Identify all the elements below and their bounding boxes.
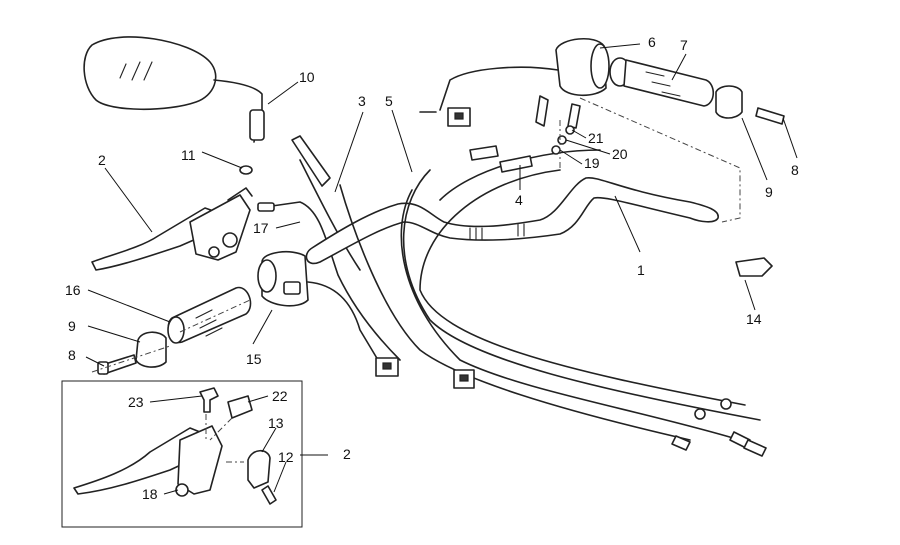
left-switch-housing [257,250,399,377]
callout-22: 22 [272,388,288,404]
cable-3 [339,184,691,441]
callout-10: 10 [299,69,315,85]
clutch-lever [91,187,253,271]
callout-9-right: 9 [765,184,773,200]
bolt-right [755,107,785,125]
callout-9-left: 9 [68,318,76,334]
callout-16: 16 [65,282,81,298]
callout-7: 7 [680,37,688,53]
callout-2-inset: 2 [343,446,351,462]
callout-4: 4 [515,192,523,208]
callout-18: 18 [142,486,158,502]
inset-lever-assembly [61,380,303,528]
right-grip [609,57,715,107]
callout-21: 21 [588,130,604,146]
callout-23: 23 [128,394,144,410]
callout-1: 1 [637,262,645,278]
cable-clip [735,257,773,277]
mirror-assembly [83,36,265,143]
callout-2-main: 2 [98,152,106,168]
callout-20: 20 [612,146,628,162]
callout-5: 5 [385,93,393,109]
mirror-head [83,36,217,111]
clutch-cable [257,201,401,361]
callout-3: 3 [358,93,366,109]
cable-5 [402,169,761,421]
handlebar [305,177,719,265]
callout-8-right: 8 [791,162,799,178]
callout-8-left: 8 [68,347,76,363]
left-grip [167,286,252,344]
right-switch-housing [419,38,610,127]
callout-13: 13 [268,415,284,431]
callout-14: 14 [746,311,762,327]
bar-end-right [715,85,743,119]
bar-end-left [135,331,167,368]
callout-6: 6 [648,34,656,50]
callout-12: 12 [278,449,294,465]
callout-17: 17 [253,220,269,236]
callout-19: 19 [584,155,600,171]
callout-11: 11 [181,147,196,163]
washer-11 [239,165,253,175]
callout-15: 15 [246,351,262,367]
